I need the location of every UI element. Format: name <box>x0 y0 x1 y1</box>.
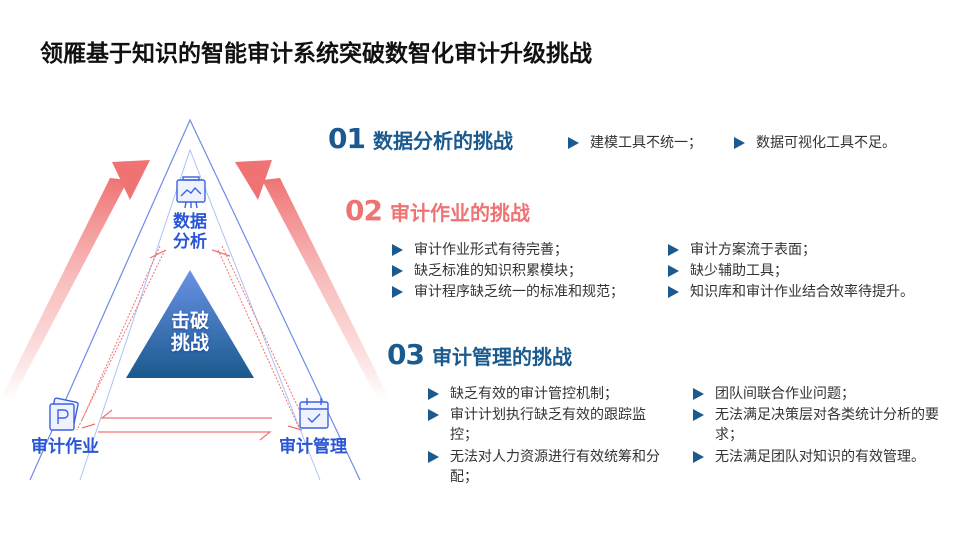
bullet-text: 审计作业形式有待完善； <box>414 242 568 258</box>
node-audit-management: 审计管理 <box>279 437 347 457</box>
center-line2: 挑战 <box>170 332 209 354</box>
section-03-bullet: 无法满足团队对知识的有效管理。 <box>693 447 953 467</box>
bullet-text: 缺乏有效的审计管控机制； <box>450 386 618 402</box>
section-03-bullet: 无法满足决策层对各类统计分析的要求； <box>693 405 953 445</box>
bullet-triangle-icon <box>668 286 679 298</box>
bullet-text: 缺少辅助工具； <box>690 263 788 279</box>
bullet-triangle-icon <box>392 244 403 256</box>
bullet-text: 无法满足团队对知识的有效管理。 <box>715 449 925 465</box>
section-03-bullet: 缺乏有效的审计管控机制； <box>428 384 668 404</box>
bullet-text: 知识库和审计作业结合效率待提升。 <box>690 284 914 300</box>
bullet-triangle-icon <box>734 137 745 149</box>
section-02-title: 审计作业的挑战 <box>389 201 530 225</box>
node-data-analysis-line1: 数据 <box>173 212 207 232</box>
section-03-bullet: 无法对人力资源进行有效统筹和分配； <box>428 447 678 487</box>
bullet-text: 审计程序缺乏统一的标准和规范； <box>414 284 624 300</box>
section-02-header: 02 审计作业的挑战 <box>345 194 530 227</box>
section-02-bullet: 审计方案流于表面； <box>668 240 816 260</box>
section-03-bullet: 团队间联合作业问题； <box>693 384 953 404</box>
bullet-text: 无法对人力资源进行有效统筹和分配； <box>450 449 660 485</box>
bullet-text: 缺乏标准的知识积累模块； <box>414 263 582 279</box>
section-03-bullet: 审计计划执行缺乏有效的跟踪监控； <box>428 405 678 445</box>
bullet-text: 数据可视化工具不足。 <box>756 135 896 151</box>
bullet-triangle-icon <box>428 388 439 400</box>
section-01-bullet: 数据可视化工具不足。 <box>734 133 896 153</box>
bullet-triangle-icon <box>392 265 403 277</box>
node-data-analysis: 数据 分析 <box>165 212 215 252</box>
center-triangle <box>126 270 254 378</box>
section-02-bullet: 审计程序缺乏统一的标准和规范； <box>392 282 624 302</box>
bullet-text: 无法满足决策层对各类统计分析的要求； <box>715 407 939 443</box>
bullet-text: 团队间联合作业问题； <box>715 386 855 402</box>
section-02-bullet: 审计作业形式有待完善； <box>392 240 568 260</box>
bullet-text: 审计方案流于表面； <box>690 242 816 258</box>
node-data-analysis-line2: 分析 <box>173 232 207 252</box>
bullet-triangle-icon <box>693 451 704 463</box>
page-title: 领雁基于知识的智能审计系统突破数智化审计升级挑战 <box>40 41 592 67</box>
left-red-arrow <box>0 160 150 400</box>
bullet-triangle-icon <box>693 388 704 400</box>
section-01-bullet: 建模工具不统一； <box>568 133 702 153</box>
right-red-arrow <box>235 160 390 400</box>
bullet-triangle-icon <box>693 409 704 421</box>
bullet-triangle-icon <box>668 265 679 277</box>
section-01-title: 数据分析的挑战 <box>372 129 513 153</box>
bullet-triangle-icon <box>668 244 679 256</box>
bullet-triangle-icon <box>392 286 403 298</box>
monitor-chart-icon <box>176 176 206 209</box>
section-02-number: 02 <box>345 194 383 227</box>
section-02-bullet: 知识库和审计作业结合效率待提升。 <box>668 282 914 302</box>
triangle-diagram: 数据 分析 击破 挑战 审计作业 审计管理 <box>0 110 400 490</box>
section-03-number: 03 <box>387 338 425 371</box>
bullet-text: 建模工具不统一； <box>590 135 702 151</box>
bullet-triangle-icon <box>568 137 579 149</box>
section-02-bullet: 缺乏标准的知识积累模块； <box>392 261 582 281</box>
section-01-number: 01 <box>328 122 366 155</box>
section-03-header: 03 审计管理的挑战 <box>387 338 572 371</box>
calendar-check-icon <box>299 398 329 429</box>
section-02-bullet: 缺少辅助工具； <box>668 261 788 281</box>
center-line1: 击破 <box>170 310 209 332</box>
bullet-triangle-icon <box>428 451 439 463</box>
node-audit-work: 审计作业 <box>31 437 99 457</box>
center-break-challenge: 击破 挑战 <box>160 310 220 354</box>
bullet-text: 审计计划执行缺乏有效的跟踪监控； <box>450 407 646 443</box>
bullet-triangle-icon <box>428 409 439 421</box>
document-p-icon <box>49 397 79 431</box>
section-03-title: 审计管理的挑战 <box>431 345 572 369</box>
triangle-graphics <box>0 118 390 481</box>
section-01-header: 01 数据分析的挑战 <box>328 122 513 155</box>
